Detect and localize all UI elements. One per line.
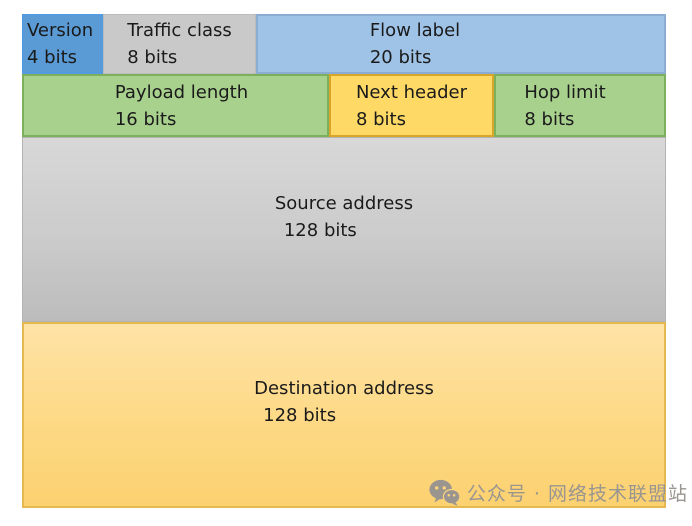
field-hop-limit-label: Hop limit xyxy=(524,81,606,103)
field-hop-limit: Hop limit 8 bits xyxy=(494,74,666,137)
field-version-bits: 4 bits xyxy=(27,47,78,68)
field-next-header-text: Next header 8 bits xyxy=(356,79,467,133)
field-next-header: Next header 8 bits xyxy=(329,74,494,137)
field-payload-length: Payload length 16 bits xyxy=(22,74,329,137)
field-traffic-class-label: Traffic class xyxy=(127,20,232,41)
field-payload-length-bits: 16 bits xyxy=(114,108,177,130)
field-version-text: Version 4 bits xyxy=(24,17,93,71)
field-source-address: Source address 128 bits xyxy=(22,137,666,322)
field-source-address-text: Source address 128 bits xyxy=(275,190,413,244)
field-traffic-class-text: Traffic class 8 bits xyxy=(127,17,231,71)
field-destination-address-bits: 128 bits xyxy=(263,405,337,426)
field-next-header-label: Next header xyxy=(355,81,468,103)
field-flow-label: Flow label 20 bits xyxy=(256,14,666,74)
header-row-2: Payload length 16 bits Next header 8 bit… xyxy=(22,74,666,137)
wechat-icon xyxy=(429,479,460,506)
watermark-text: 公众号 · 网络技术联盟站 xyxy=(466,483,688,505)
field-source-address-bits: 128 bits xyxy=(283,219,357,241)
field-hop-limit-bits: 8 bits xyxy=(524,108,575,130)
field-destination-address-label: Destination address xyxy=(254,378,434,399)
field-destination-address-text: Destination address 128 bits xyxy=(254,375,434,429)
field-flow-label-label: Flow label xyxy=(369,20,461,41)
ipv6-header-diagram: Version 4 bits Traffic class 8 bits Flow… xyxy=(22,14,666,508)
field-version-label: Version xyxy=(27,20,94,41)
field-next-header-bits: 8 bits xyxy=(355,108,406,130)
field-flow-label-bits: 20 bits xyxy=(369,47,432,68)
field-destination-address: Destination address 128 bits xyxy=(22,322,666,508)
field-hop-limit-text: Hop limit 8 bits xyxy=(524,79,605,133)
field-payload-length-text: Payload length 16 bits xyxy=(115,79,248,133)
field-version: Version 4 bits xyxy=(22,14,103,74)
field-source-address-label: Source address xyxy=(274,192,414,214)
field-payload-length-label: Payload length xyxy=(114,81,249,103)
field-traffic-class-bits: 8 bits xyxy=(127,47,178,68)
header-row-1: Version 4 bits Traffic class 8 bits Flow… xyxy=(22,14,666,74)
field-flow-label-text: Flow label 20 bits xyxy=(370,17,460,71)
field-traffic-class: Traffic class 8 bits xyxy=(103,14,256,74)
watermark: 公众号 · 网络技术联盟站 xyxy=(429,479,688,506)
